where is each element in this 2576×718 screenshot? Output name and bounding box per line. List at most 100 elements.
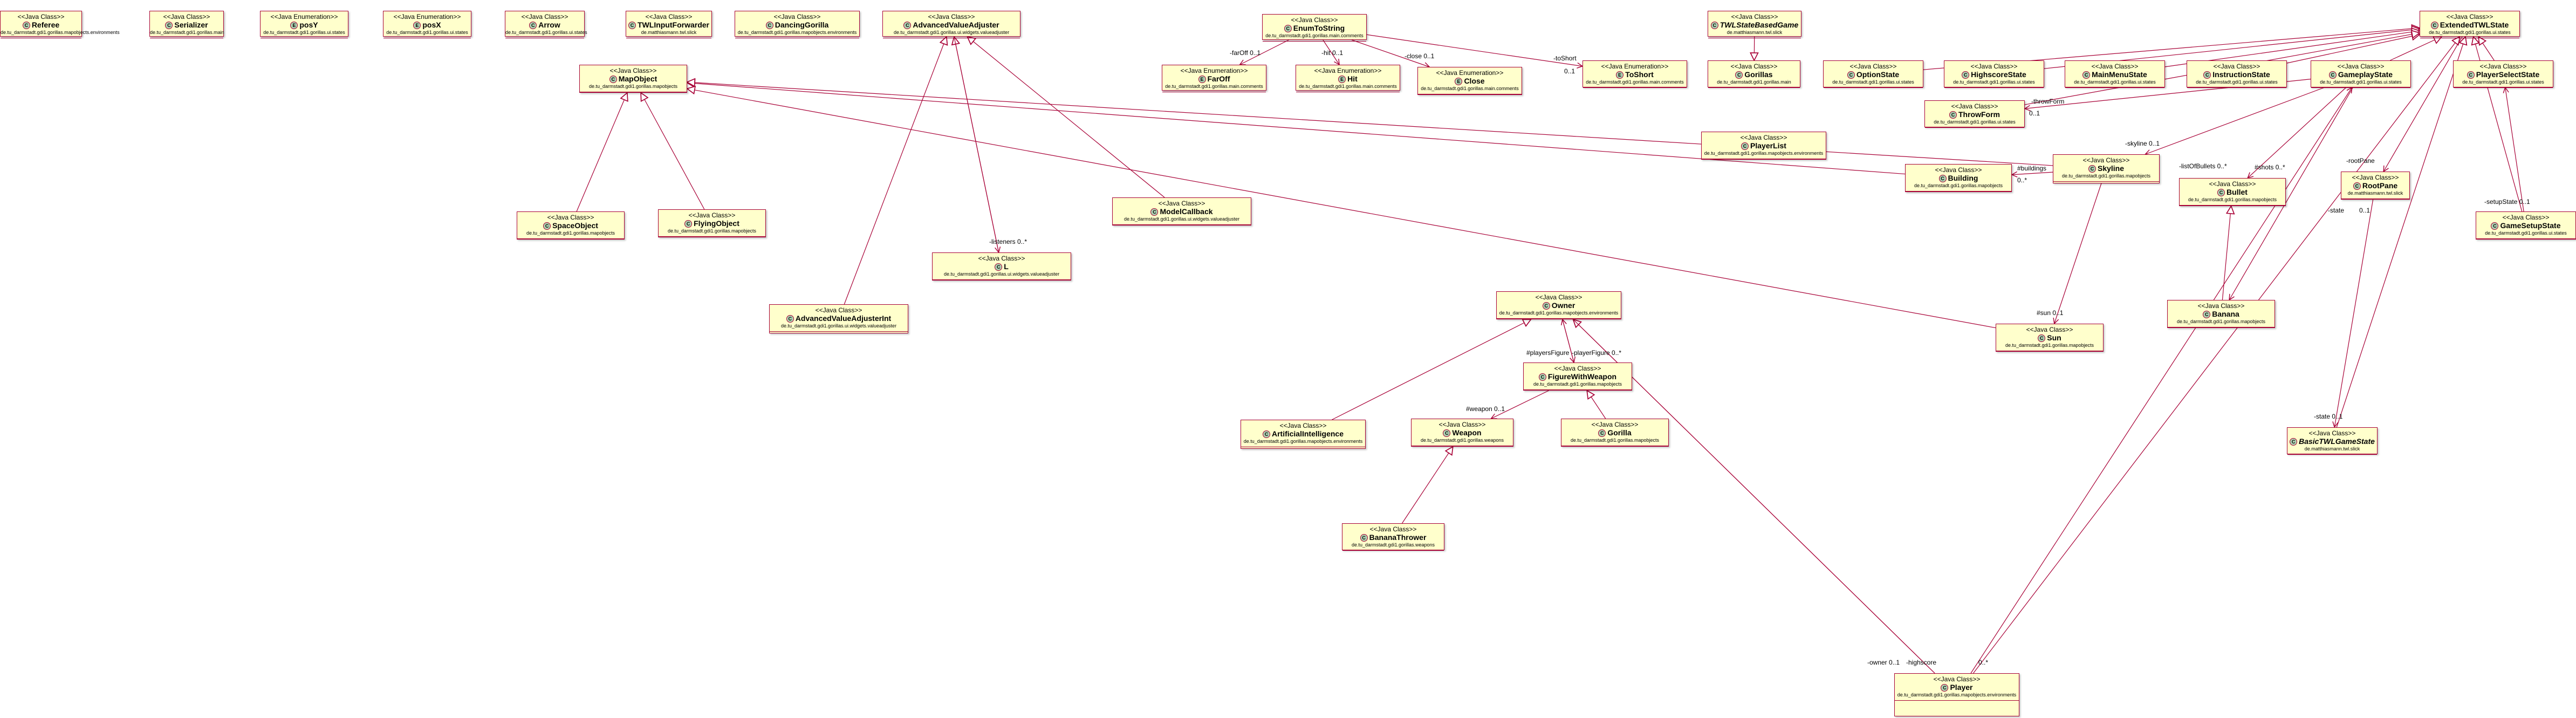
class-icon: C bbox=[1941, 684, 1949, 692]
class-package: de.tu_darmstadt.gdi1.gorillas.ui.states bbox=[263, 30, 345, 35]
class-stereotype: <<Java Class>> bbox=[1158, 200, 1205, 207]
class-stereotype: <<Java Enumeration>> bbox=[393, 13, 461, 20]
class-stereotype: <<Java Class>> bbox=[1554, 365, 1601, 372]
class-package: de.tu_darmstadt.gdi1.gorillas.mapobjects bbox=[526, 230, 615, 236]
class-icon: C bbox=[1443, 429, 1451, 437]
class-name: AdvancedValueAdjusterInt bbox=[795, 314, 892, 323]
class-icon: C bbox=[995, 263, 1003, 271]
class-divider bbox=[2420, 38, 2519, 43]
edge-label: -hit 0..1 bbox=[1321, 49, 1344, 57]
class-stereotype: <<Java Class>> bbox=[609, 67, 657, 74]
class-divider bbox=[1561, 446, 1668, 450]
class-package: de.tu_darmstadt.gdi1.gorillas.main bbox=[150, 30, 224, 35]
class-package: de.tu_darmstadt.gdi1.gorillas.ui.states bbox=[2462, 79, 2544, 85]
edge-label: -farOff 0..1 bbox=[1230, 49, 1261, 57]
class-icon: C bbox=[2082, 71, 2091, 79]
generalization-edge bbox=[641, 93, 705, 210]
edge-label: #buildings bbox=[2017, 165, 2047, 172]
edge-label: -skyline 0..1 bbox=[2125, 140, 2160, 147]
class-icon: C bbox=[22, 22, 30, 29]
edge-label: 0..1 bbox=[1564, 67, 1575, 75]
enum-icon: E bbox=[1338, 76, 1346, 83]
class-package: de.tu_darmstadt.gdi1.gorillas.mapobjects bbox=[588, 84, 678, 89]
class-divider bbox=[1342, 550, 1444, 555]
class-divider bbox=[2454, 87, 2553, 92]
edge-label: -owner 0..1 bbox=[1867, 659, 1900, 666]
association-edge bbox=[1323, 39, 1339, 65]
class-name: posX bbox=[422, 20, 441, 29]
edge-label: -state bbox=[2328, 207, 2345, 214]
class-stereotype: <<Java Class>> bbox=[1849, 63, 1897, 70]
class-package: de.tu_darmstadt.gdi1.gorillas.main.comme… bbox=[1265, 33, 1364, 38]
class-name: AdvancedValueAdjuster bbox=[913, 20, 999, 29]
class-stereotype: <<Java Class>> bbox=[2026, 326, 2073, 333]
association-edge bbox=[1239, 39, 1289, 65]
class-icon: C bbox=[543, 222, 551, 230]
class-divider bbox=[1944, 87, 2044, 92]
class-stereotype: <<Java Class>> bbox=[2352, 174, 2399, 181]
class-name: Hit bbox=[1347, 74, 1358, 83]
class-package: de.tu_darmstadt.gdi1.gorillas.ui.widgets… bbox=[943, 271, 1060, 277]
class-package: de.tu_darmstadt.gdi1.gorillas.weapons bbox=[1351, 542, 1435, 548]
class-divider bbox=[150, 38, 223, 43]
class-divider bbox=[2476, 238, 2575, 243]
class-stereotype: <<Java Class>> bbox=[1535, 293, 1582, 301]
class-package: de.tu_darmstadt.gdi1.gorillas.ui.states bbox=[505, 30, 587, 35]
class-name: Building bbox=[1948, 174, 1978, 182]
class-stereotype: <<Java Class>> bbox=[773, 13, 821, 20]
class-name: MainMenuState bbox=[2092, 70, 2147, 79]
class-icon: C bbox=[2088, 165, 2096, 173]
class-icon: C bbox=[786, 315, 794, 323]
class-name: PlayerList bbox=[1750, 141, 1786, 150]
class-stereotype: <<Java Class>> bbox=[1730, 63, 1778, 70]
class-name: RootPane bbox=[2362, 181, 2398, 190]
class-package: de.tu_darmstadt.gdi1.gorillas.mapobjects bbox=[667, 228, 757, 234]
edge-label: -toShort bbox=[1553, 54, 1577, 62]
